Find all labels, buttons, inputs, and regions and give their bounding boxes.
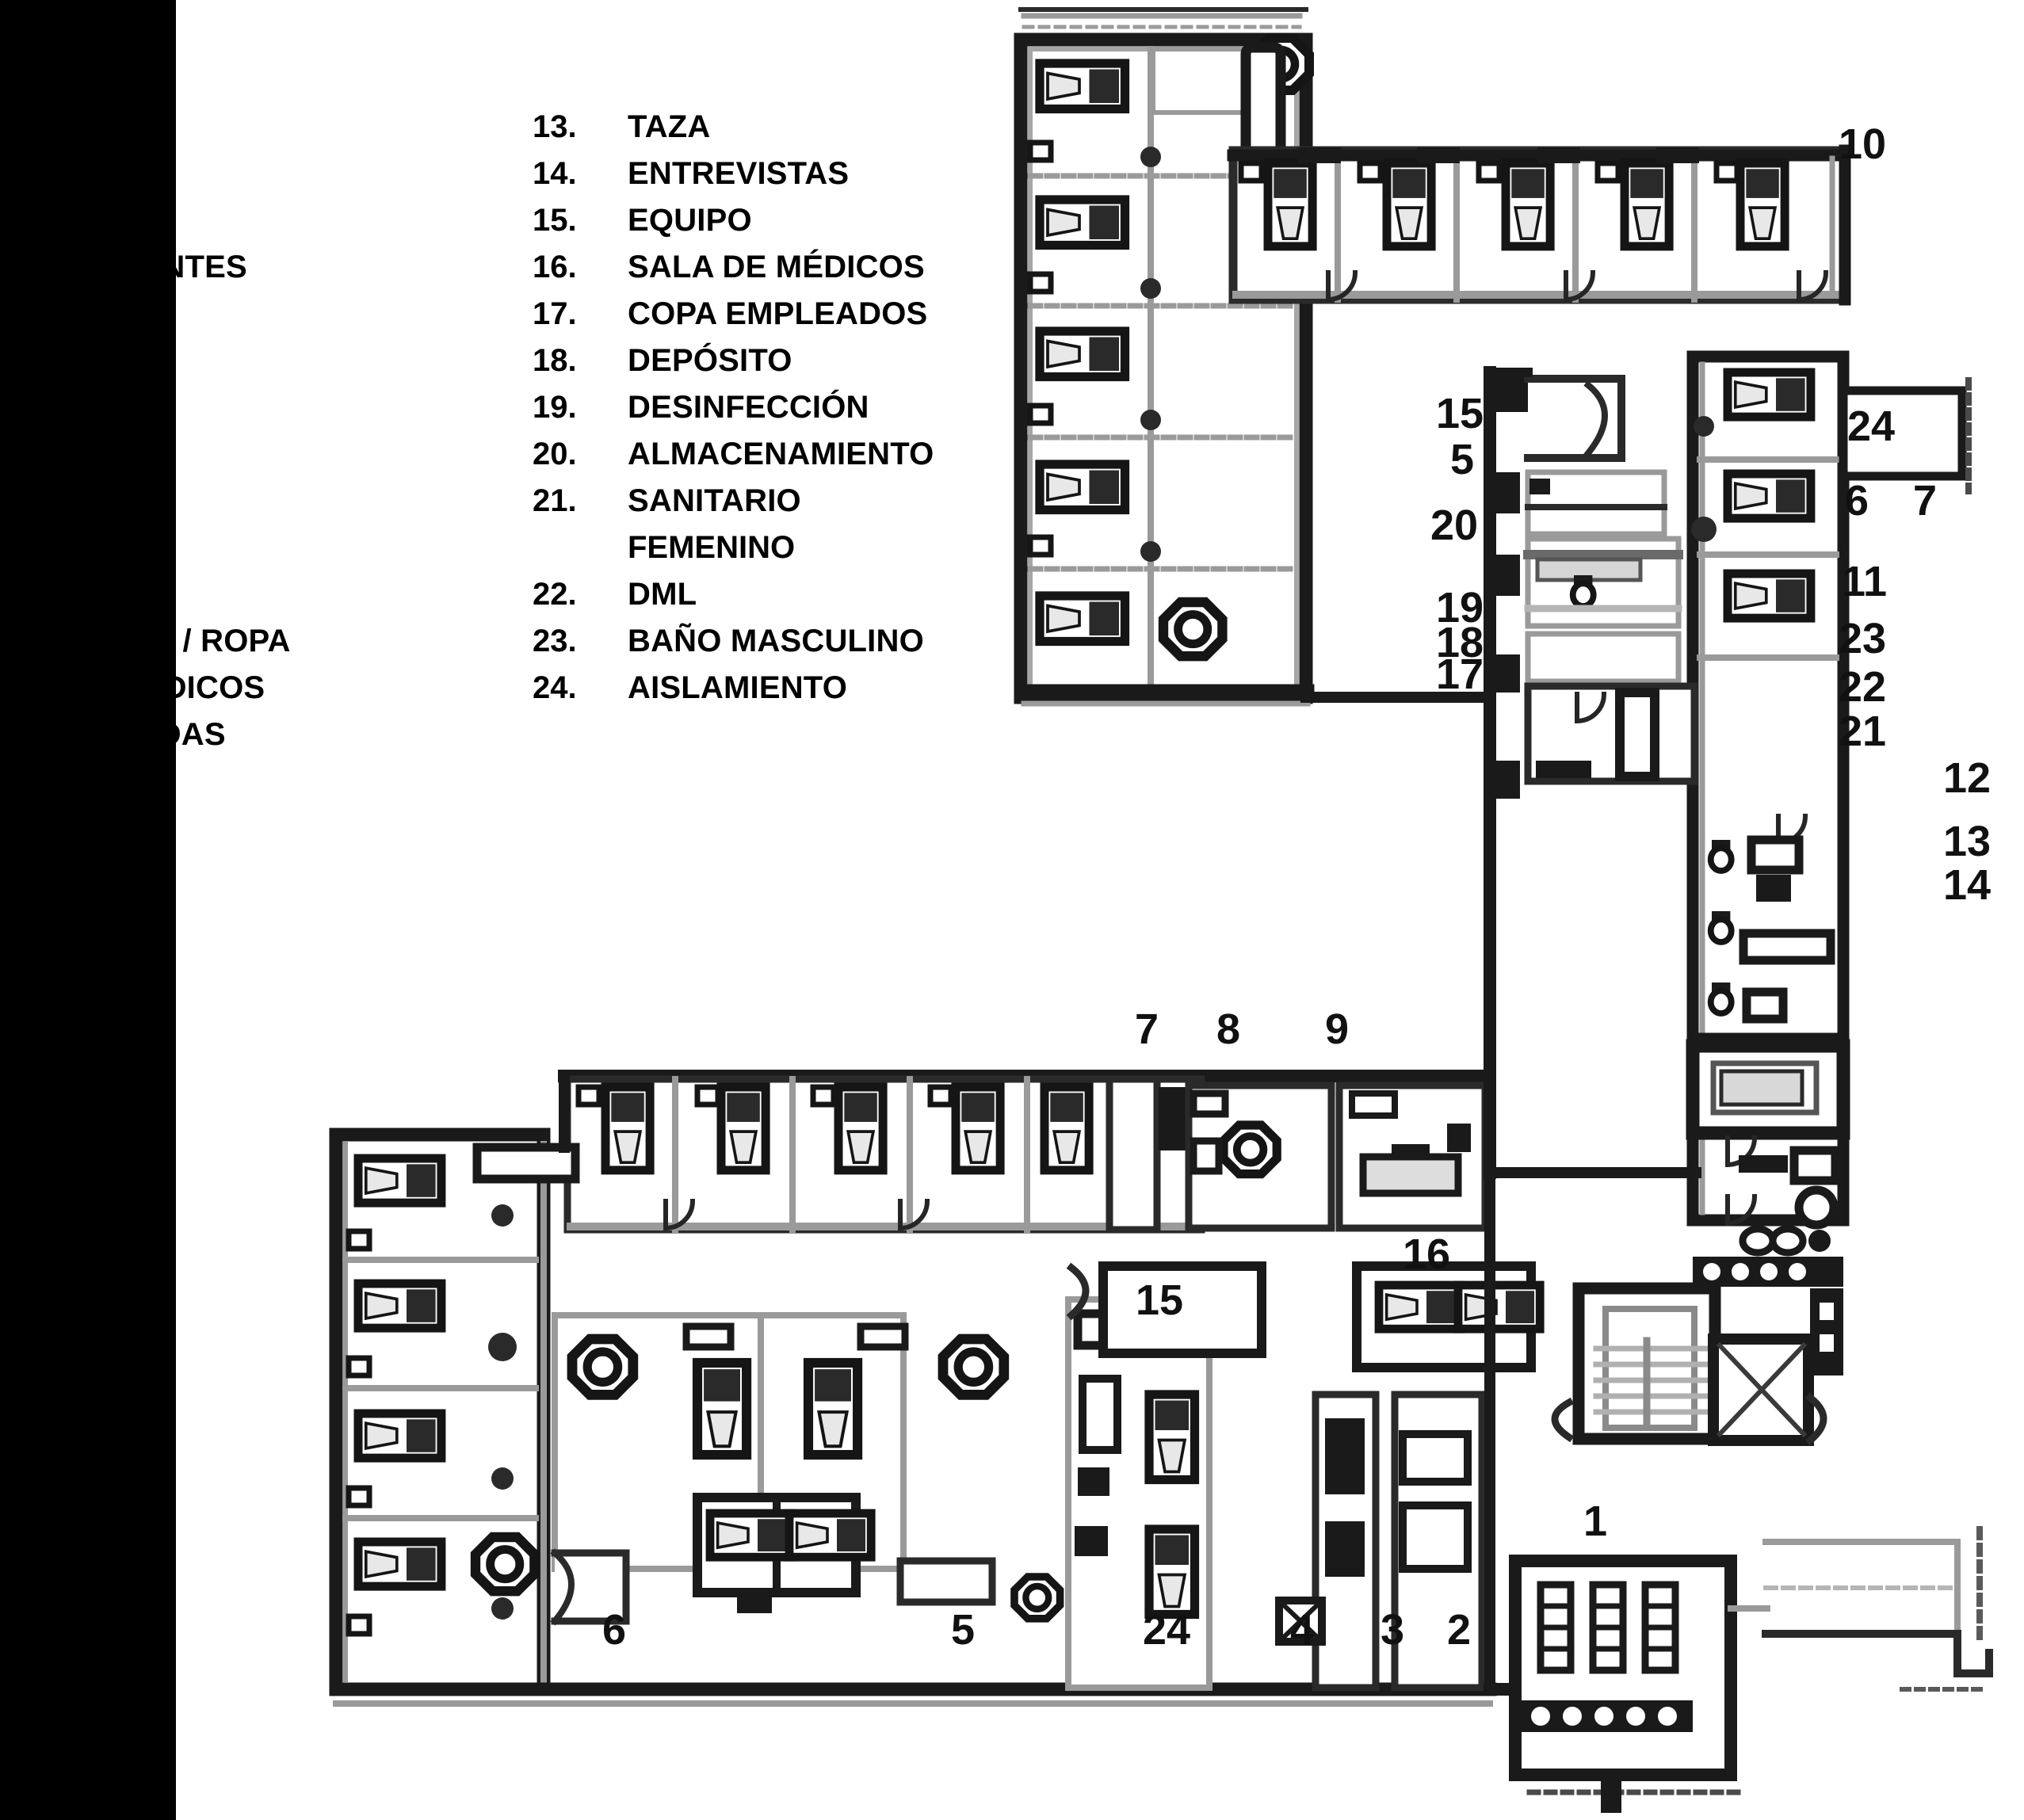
- legend-item-label: DML: [628, 577, 697, 612]
- callout-9: 9: [1325, 1005, 1350, 1053]
- wing-bottom-left: [329, 1127, 1497, 1707]
- wing-middle: [558, 1070, 1496, 1234]
- legend-item-number: 22.: [533, 577, 577, 612]
- callout-15-lower: 15: [1136, 1276, 1184, 1324]
- legend-item-24: 24. AISLAMIENTO: [533, 670, 934, 717]
- callout-5-center: 5: [1450, 436, 1475, 483]
- legend-item-label-line2: FEMENINO: [628, 530, 796, 565]
- legend-item-label: ENTREVISTAS: [628, 156, 850, 191]
- legend-item-number: 21.: [533, 483, 577, 518]
- legend-item-label: TAZA: [628, 109, 711, 144]
- callout-10: 10: [1839, 120, 1887, 168]
- legend-item-number: 20.: [533, 437, 577, 471]
- callout-15-center: 15: [1436, 390, 1484, 437]
- callout-22: 22: [1839, 663, 1887, 711]
- legend-item-23: 23. BAÑO MASCULINO: [533, 624, 934, 670]
- callout-19: 19: [1436, 584, 1484, 631]
- legend-item-13: 13. TAZA: [533, 109, 934, 156]
- legend-item-number: 24.: [533, 670, 577, 705]
- legend-item-label: DEPÓSITO: [628, 343, 792, 378]
- central-service-spine: [1484, 366, 1701, 1179]
- callout-24-isolation: 24: [1847, 403, 1896, 450]
- stairs-elevator-core: [1551, 1282, 1827, 1446]
- entry-canopy: [1728, 1526, 1993, 1692]
- callout-24-bottom: 24: [1143, 1606, 1191, 1654]
- callout-18: 18: [1436, 619, 1484, 666]
- callout-1-lobby: 1: [1583, 1498, 1608, 1545]
- callout-12: 12: [1943, 754, 1992, 802]
- legend-item-18: 18. DEPÓSITO: [533, 343, 934, 390]
- callout-14: 14: [1943, 861, 1992, 909]
- legend-item-label: ALMACENAMIENTO: [628, 437, 934, 471]
- lobby-waiting-area: [1509, 1555, 1747, 1813]
- legend-item-21-continued: FEMENINO: [533, 530, 934, 577]
- legend-item-label: COPA EMPLEADOS: [628, 296, 928, 331]
- legend-item-number: 16.: [533, 250, 577, 284]
- wing-top-left: [1014, 7, 1315, 707]
- legend-item-21: 21. SANITARIO: [533, 483, 934, 530]
- legend-item-number: 23.: [533, 624, 577, 658]
- legend-item-17: 17. COPA EMPLEADOS: [533, 296, 934, 343]
- legend-item-label: BAÑO MASCULINO: [628, 624, 924, 658]
- legend-item-number: 19.: [533, 390, 577, 425]
- wing-right: [1686, 350, 1972, 1375]
- legend-item-number: 18.: [533, 343, 577, 378]
- callout-21: 21: [1839, 708, 1887, 755]
- callout-6-right: 6: [1845, 477, 1869, 525]
- callout-7-mid: 7: [1135, 1005, 1159, 1053]
- callout-23: 23: [1839, 615, 1887, 662]
- bottom-center-block: [475, 1261, 1540, 1692]
- callout-16: 16: [1403, 1231, 1451, 1278]
- left-black-occlusion-bar: [0, 0, 176, 1820]
- legend-item-number: 17.: [533, 296, 577, 331]
- legend-right-column: 13. TAZA 14. ENTREVISTAS 15. EQUIPO 16. …: [533, 109, 934, 717]
- legend-item-20: 20. ALMACENAMIENTO: [533, 437, 934, 483]
- callout-20: 20: [1430, 502, 1479, 549]
- legend-item-19: 19. DESINFECCIÓN: [533, 390, 934, 437]
- callout-3: 3: [1381, 1606, 1405, 1654]
- legend-item-22: 22. DML: [533, 577, 934, 624]
- legend-item-label: SALA DE MÉDICOS: [628, 250, 925, 284]
- legend-item-number: 14.: [533, 156, 577, 191]
- legend-item-number: 13.: [533, 109, 577, 144]
- legend-item-label: AISLAMIENTO: [628, 670, 848, 705]
- legend-item-label: SANITARIO: [628, 483, 801, 518]
- legend-item-label: EQUIPO: [628, 203, 752, 238]
- callout-17: 17: [1436, 651, 1484, 698]
- callout-4: 4: [1290, 1606, 1315, 1654]
- callout-13: 13: [1943, 818, 1992, 865]
- callout-6-bottom: 6: [602, 1606, 627, 1654]
- wing-top-right: [1227, 144, 1851, 306]
- callout-7-right: 7: [1913, 477, 1938, 525]
- legend-item-label: DESINFECCIÓN: [628, 390, 869, 425]
- callout-8: 8: [1216, 1005, 1241, 1053]
- callout-11: 11: [1842, 558, 1888, 605]
- callout-5-bottom: 5: [951, 1606, 976, 1654]
- legend-item-16: 16. SALA DE MÉDICOS: [533, 250, 934, 296]
- legend-item-14: 14. ENTREVISTAS: [533, 156, 934, 203]
- legend-item-15: 15. EQUIPO: [533, 203, 934, 250]
- legend-item-number: 15.: [533, 203, 577, 238]
- callout-2: 2: [1447, 1606, 1472, 1654]
